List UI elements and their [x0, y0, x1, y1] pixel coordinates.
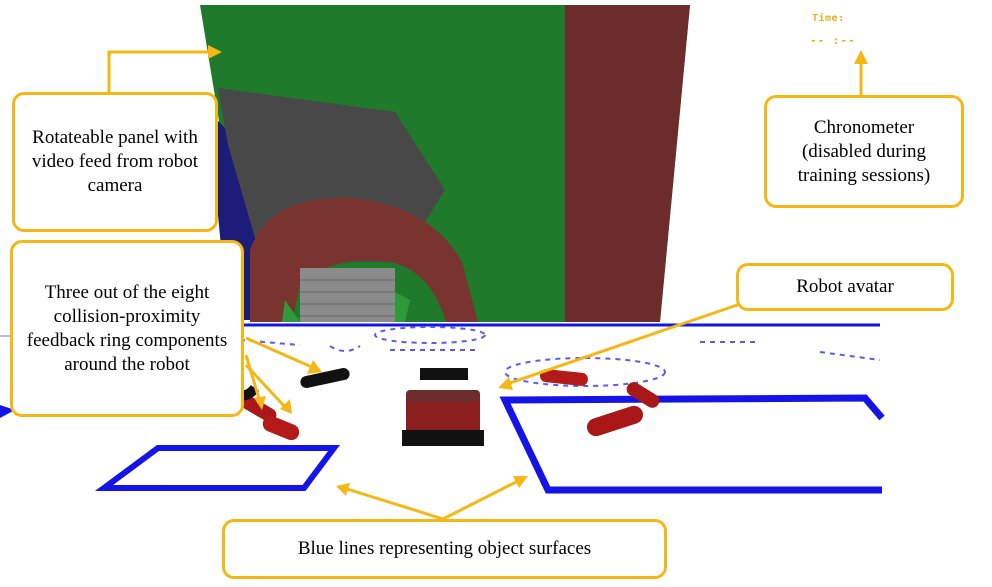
- video-feed-panel[interactable]: [200, 5, 690, 322]
- surface-outline-right: [499, 394, 885, 494]
- chronometer-label: Time:: [812, 13, 845, 24]
- distant-surface-outlines: [239, 326, 881, 387]
- callout-surface-lines-text: Blue lines representing object surfaces: [297, 538, 592, 559]
- callout-video-panel: Rotateable panel with video feed from ro…: [12, 92, 218, 232]
- ring-component-red-2: [262, 415, 300, 441]
- robot-body-top: [406, 390, 480, 402]
- callout-video-panel-text: Rotateable panel with video feed from ro…: [31, 127, 199, 196]
- callout-robot-avatar: Robot avatar: [736, 263, 954, 311]
- callout-robot-avatar-text: Robot avatar: [796, 276, 894, 297]
- panel-blue-object: [208, 110, 262, 320]
- panel-green-patch-2: [395, 292, 410, 322]
- ring-component-red-4: [586, 405, 644, 437]
- surface-outline-left-square: [94, 445, 340, 491]
- ring-component-red-3: [539, 369, 588, 386]
- callout-feedback-ring: Three out of the eight collision-proximi…: [10, 240, 244, 417]
- callout-surface-lines: Blue lines representing object surfaces: [222, 519, 667, 579]
- robot-base: [402, 430, 484, 446]
- ring-component-red-5: [626, 382, 660, 408]
- panel-maroon-arch: [250, 197, 478, 322]
- callout-feedback-ring-text: Three out of the eight collision-proximi…: [26, 281, 228, 375]
- ring-component-black-1: [300, 368, 350, 388]
- callout-arrows: [107, 45, 868, 521]
- ring-component-red-1: [241, 396, 277, 422]
- callout-chronometer-text: Chronometer (disabled during training se…: [797, 116, 931, 186]
- chronometer-value: -- :--: [810, 34, 856, 47]
- panel-green-patch: [282, 300, 300, 322]
- callout-chronometer: Chronometer (disabled during training se…: [764, 95, 964, 208]
- panel-brick-opening: [300, 268, 395, 322]
- robot-avatar: [402, 368, 484, 446]
- panel-maroon-wall: [565, 5, 690, 322]
- blue-surface-lines: [0, 394, 885, 494]
- robot-front-marker: [420, 368, 468, 380]
- collision-feedback-ring: [233, 368, 660, 441]
